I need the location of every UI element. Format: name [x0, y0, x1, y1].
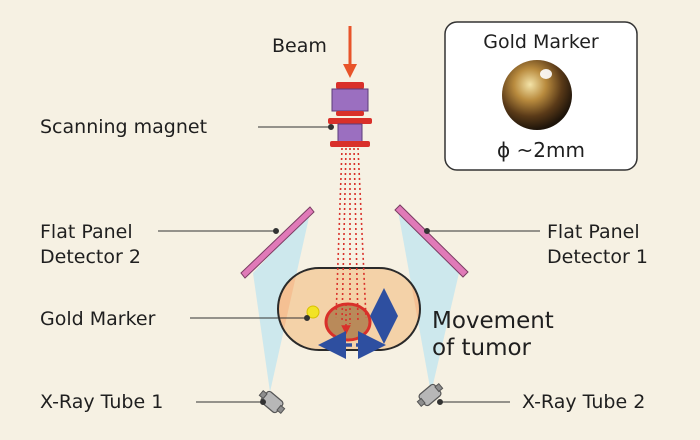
flat-panel-detector-icon: [394, 204, 469, 278]
leader-lines: [158, 124, 540, 405]
scan-beam-lines: [335, 147, 367, 335]
movement-arrows: [318, 288, 398, 359]
gold-marker-sphere-icon: [502, 60, 572, 130]
xray-tube-icon: [416, 382, 444, 408]
label-fpd2-line2: Detector 2: [40, 246, 141, 268]
gold-marker-dot: [306, 305, 320, 319]
label-xray-tube-2: X-Ray Tube 2: [522, 391, 645, 413]
label-fpd2-line1: Flat Panel: [40, 221, 133, 243]
xray-cone-2: [398, 211, 459, 393]
inset-title: Gold Marker: [483, 31, 599, 53]
label-gold-marker: Gold Marker: [40, 308, 156, 330]
xray-tube-icon: [258, 389, 286, 415]
label-scanning-magnet: Scanning magnet: [40, 116, 207, 138]
tumor: [324, 302, 372, 342]
label-beam: Beam: [272, 35, 327, 57]
label-movement-line2: of tumor: [432, 335, 532, 361]
scanning-magnet-icon: [328, 82, 372, 147]
flat-panel-detector-icon: [240, 206, 315, 279]
label-fpd1-line1: Flat Panel: [547, 221, 640, 243]
label-xray-tube-1: X-Ray Tube 1: [40, 391, 163, 413]
gold-marker-inset: Gold Marker ϕ ~2mm: [444, 21, 638, 171]
beam-arrow-icon: [343, 26, 357, 78]
inset-size: ϕ ~2mm: [497, 138, 585, 162]
label-fpd1-line2: Detector 1: [547, 246, 648, 268]
label-movement-line1: Movement: [432, 308, 554, 334]
